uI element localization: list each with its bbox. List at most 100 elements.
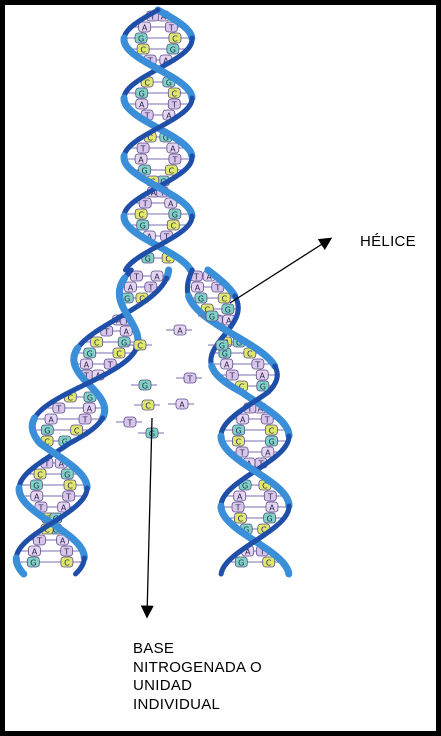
nucleotide: A bbox=[167, 143, 179, 154]
svg-text:G: G bbox=[139, 90, 145, 99]
svg-text:C: C bbox=[74, 427, 80, 436]
svg-text:A: A bbox=[60, 537, 66, 546]
svg-text:T: T bbox=[171, 101, 177, 110]
svg-text:C: C bbox=[238, 515, 244, 524]
svg-text:T: T bbox=[133, 273, 139, 282]
nucleotide: A bbox=[192, 282, 204, 293]
svg-text:T: T bbox=[36, 537, 42, 546]
base-label-line-1: BASE bbox=[133, 640, 262, 659]
svg-text:A: A bbox=[260, 372, 266, 381]
nucleotide: A bbox=[256, 370, 268, 381]
nucleotide: G bbox=[264, 513, 276, 524]
svg-text:A: A bbox=[34, 493, 40, 502]
nucleotide: C bbox=[232, 436, 244, 447]
svg-text:A: A bbox=[224, 361, 230, 370]
svg-text:A: A bbox=[265, 449, 271, 458]
svg-text:A: A bbox=[138, 156, 144, 165]
free-nucleotide: C bbox=[134, 340, 146, 351]
svg-text:A: A bbox=[139, 101, 145, 110]
svg-text:G: G bbox=[268, 438, 274, 447]
left-daughter-helix-strand-2 bbox=[22, 572, 24, 574]
svg-text:T: T bbox=[254, 361, 260, 370]
svg-text:C: C bbox=[269, 427, 275, 436]
nucleotide: A bbox=[80, 359, 92, 370]
svg-text:G: G bbox=[225, 306, 231, 315]
svg-text:G: G bbox=[198, 295, 204, 304]
nucleotide: G bbox=[30, 480, 42, 491]
nucleotide: G bbox=[169, 209, 181, 220]
nucleotide: T bbox=[168, 99, 180, 110]
svg-text:G: G bbox=[242, 482, 248, 491]
svg-text:C: C bbox=[37, 471, 43, 480]
nucleotide: G bbox=[222, 304, 234, 315]
svg-text:T: T bbox=[63, 548, 69, 557]
svg-text:C: C bbox=[171, 90, 177, 99]
svg-text:T: T bbox=[168, 24, 174, 33]
nucleotide: T bbox=[226, 370, 238, 381]
base-label-line-3: UNIDAD bbox=[133, 677, 262, 696]
nucleotide: C bbox=[34, 469, 46, 480]
svg-text:A: A bbox=[87, 405, 93, 414]
nucleotide: G bbox=[135, 33, 147, 44]
nucleotide: G bbox=[84, 348, 96, 359]
svg-text:C: C bbox=[138, 211, 144, 220]
nucleotide: T bbox=[63, 491, 75, 502]
svg-text:G: G bbox=[124, 295, 130, 304]
nucleotide: T bbox=[79, 414, 91, 425]
nucleotide: G bbox=[136, 88, 148, 99]
svg-text:T: T bbox=[127, 419, 133, 428]
svg-text:G: G bbox=[64, 471, 70, 480]
svg-text:T: T bbox=[229, 372, 235, 381]
left-daughter-helix-strand-1 bbox=[76, 572, 78, 574]
base-label-line-2: NITROGENADA O bbox=[133, 659, 262, 678]
nucleotide: G bbox=[266, 436, 278, 447]
nucleotide: T bbox=[169, 154, 181, 165]
svg-text:T: T bbox=[239, 449, 245, 458]
nucleotide: A bbox=[234, 491, 246, 502]
nucleotide: T bbox=[137, 143, 149, 154]
free-nucleotide: G bbox=[206, 311, 218, 322]
svg-text:T: T bbox=[142, 200, 148, 209]
nucleotide: A bbox=[120, 326, 132, 337]
nucleotide: G bbox=[233, 425, 245, 436]
nucleotide: A bbox=[139, 22, 151, 33]
svg-text:G: G bbox=[267, 515, 273, 524]
nucleotide: A bbox=[28, 546, 40, 557]
nucleotide: A bbox=[237, 414, 249, 425]
nucleotide: A bbox=[124, 282, 136, 293]
free-nucleotide: C bbox=[142, 400, 154, 411]
free-nucleotide: T bbox=[184, 373, 196, 384]
nucleotide: G bbox=[61, 469, 73, 480]
svg-text:G: G bbox=[170, 46, 176, 55]
nucleotide: A bbox=[136, 99, 148, 110]
svg-text:A: A bbox=[170, 145, 176, 154]
nucleotide: A bbox=[221, 359, 233, 370]
helix-arrow bbox=[230, 239, 330, 303]
svg-text:G: G bbox=[172, 211, 178, 220]
svg-text:C: C bbox=[221, 295, 227, 304]
nucleotide: G bbox=[235, 557, 247, 568]
svg-text:A: A bbox=[177, 327, 183, 336]
svg-text:T: T bbox=[235, 504, 241, 513]
nucleotide: C bbox=[113, 348, 125, 359]
nucleotide: A bbox=[135, 154, 147, 165]
svg-text:T: T bbox=[140, 145, 146, 154]
svg-text:G: G bbox=[30, 559, 36, 568]
svg-text:T: T bbox=[214, 284, 220, 293]
nucleotide: C bbox=[91, 337, 103, 348]
parent-helix-strand-2 bbox=[125, 268, 126, 270]
nucleotide: A bbox=[266, 502, 278, 513]
nucleotide: C bbox=[263, 557, 275, 568]
nucleotide: G bbox=[118, 337, 130, 348]
svg-text:A: A bbox=[237, 493, 243, 502]
nucleotide: C bbox=[167, 220, 179, 231]
svg-text:A: A bbox=[168, 200, 174, 209]
svg-text:C: C bbox=[266, 559, 272, 568]
svg-text:G: G bbox=[140, 222, 146, 231]
nucleotide: A bbox=[45, 414, 57, 425]
nucleotide: T bbox=[264, 491, 276, 502]
svg-text:C: C bbox=[145, 402, 151, 411]
nucleotide: C bbox=[61, 557, 73, 568]
svg-text:C: C bbox=[116, 350, 122, 359]
svg-text:G: G bbox=[87, 394, 93, 403]
